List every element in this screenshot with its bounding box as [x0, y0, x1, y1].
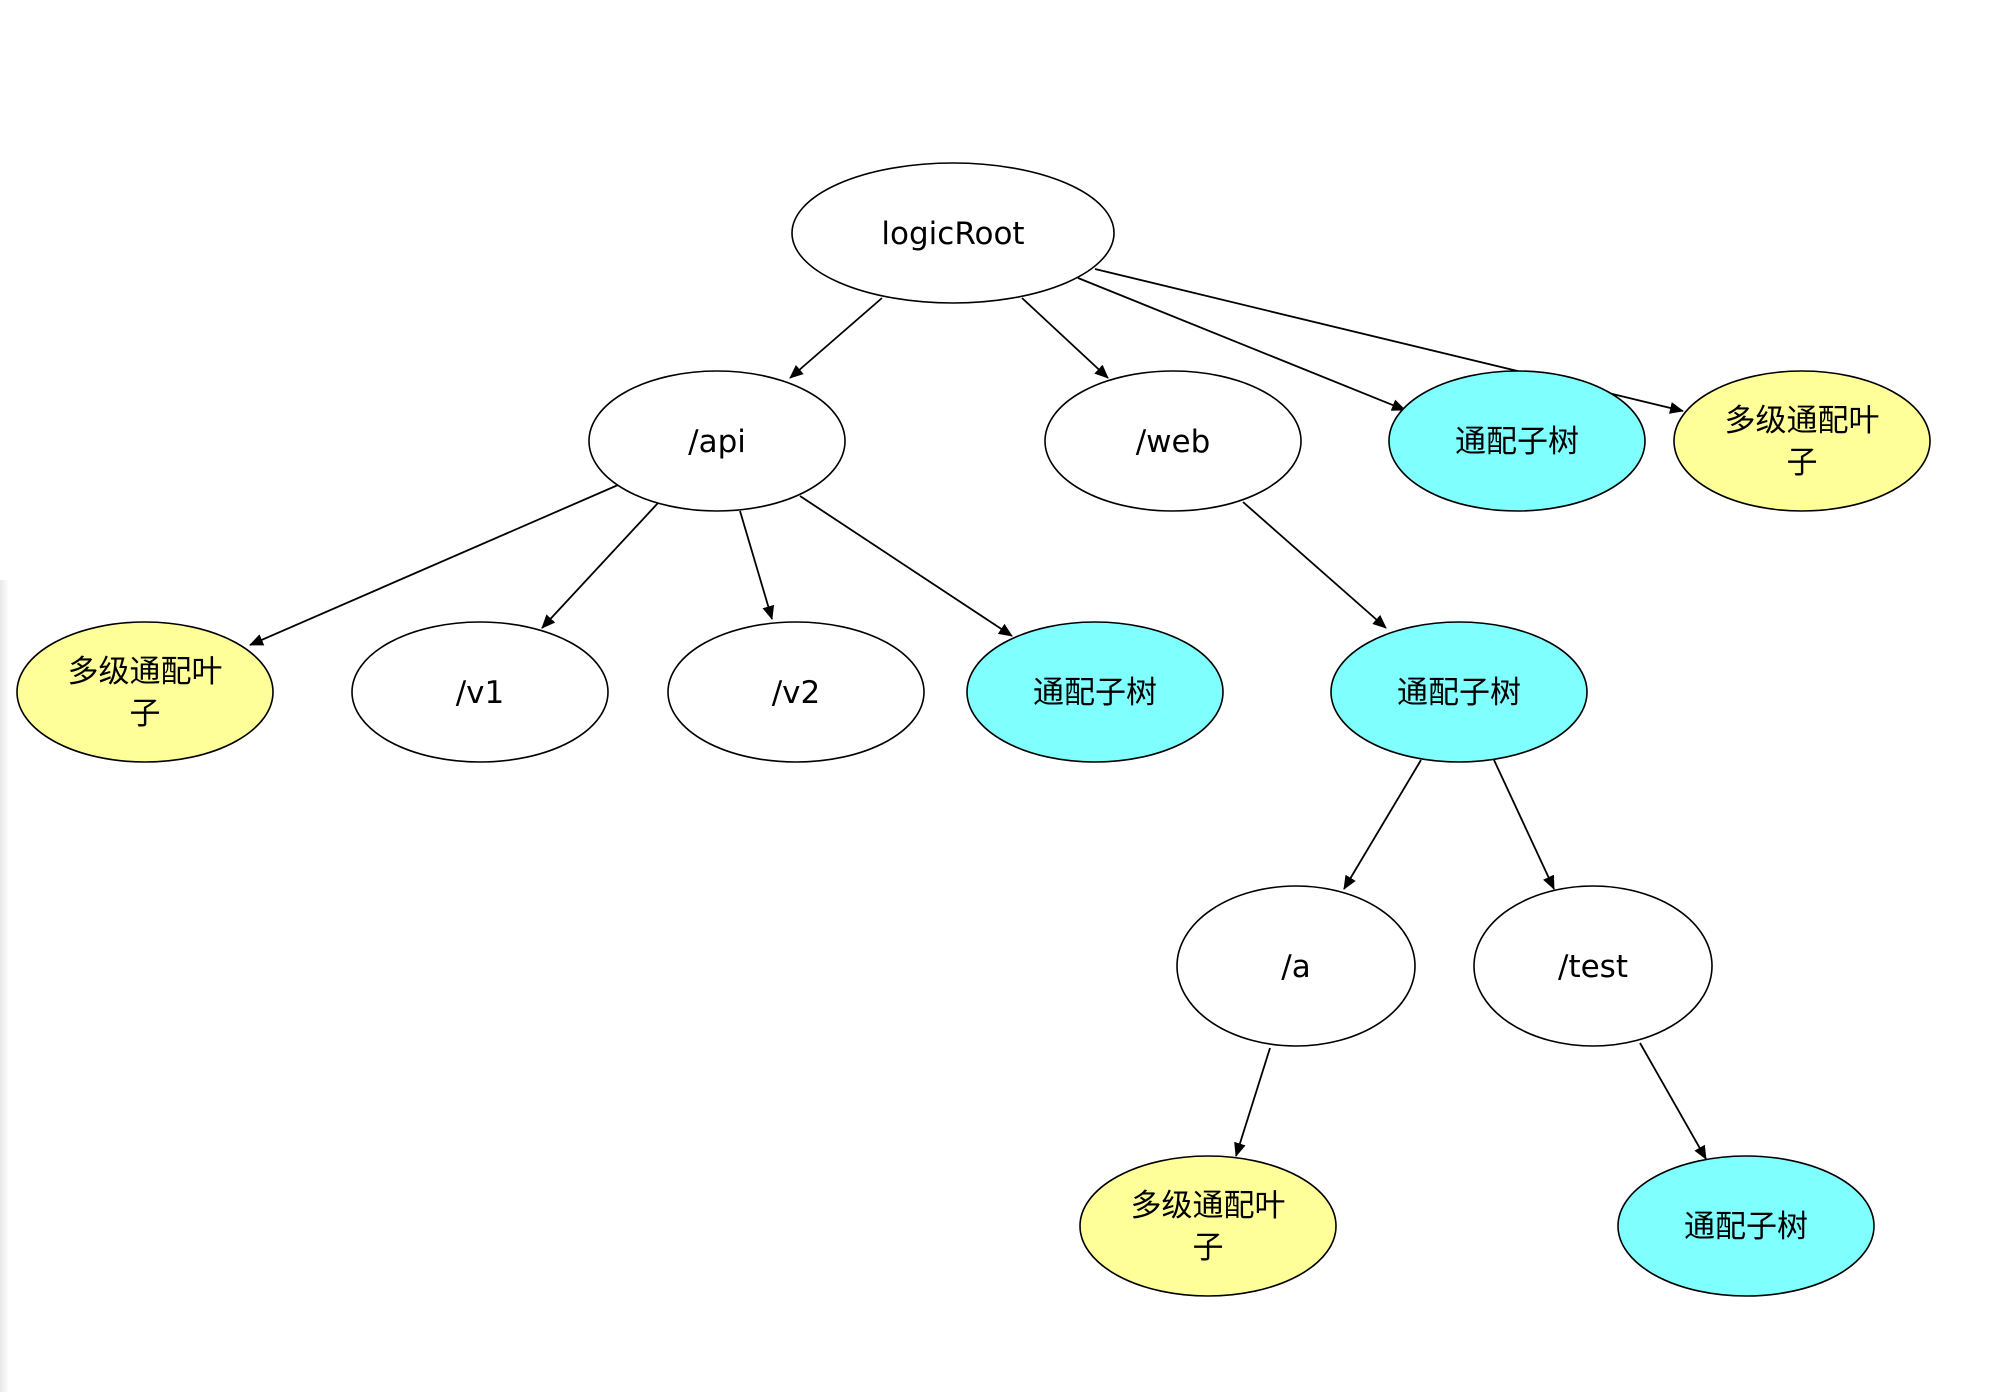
node-test: /test — [1473, 885, 1713, 1047]
node-label: /api — [688, 424, 746, 460]
node-a: /a — [1176, 885, 1416, 1047]
node-label: 子 — [1787, 445, 1818, 481]
node-label: /a — [1281, 949, 1310, 985]
node-label: 子 — [1193, 1230, 1224, 1266]
node-ellipse — [667, 621, 925, 763]
edge-api-to-v2 — [739, 510, 775, 620]
edge-root-to-web — [1021, 297, 1109, 379]
node-label: /web — [1136, 424, 1211, 460]
node-ellipse — [1388, 370, 1646, 512]
node-label: /v1 — [456, 675, 505, 711]
edge-api-to-v1 — [541, 502, 659, 629]
node-v2: /v2 — [667, 621, 925, 763]
node-web-wild: 通配子树 — [1330, 621, 1588, 763]
node-api: /api — [588, 370, 846, 512]
edge-root-to-api — [789, 297, 883, 379]
edge-api-to-api_multi — [249, 484, 619, 646]
node-test-wild: 通配子树 — [1617, 1155, 1875, 1297]
node-ellipse — [966, 621, 1224, 763]
node-api-wild: 通配子树 — [966, 621, 1224, 763]
node-ellipse — [351, 621, 609, 763]
node-label: 多级通配叶 — [1131, 1188, 1286, 1224]
node-label: 多级通配叶 — [68, 654, 223, 690]
node-ellipse — [1473, 885, 1713, 1047]
edge-api-to-api_wild — [799, 495, 1013, 637]
node-ellipse — [1079, 1155, 1337, 1297]
edge-test-to-test_wild — [1639, 1042, 1707, 1160]
node-ellipse — [1330, 621, 1588, 763]
edge-root-to-root_wild — [1077, 277, 1406, 411]
node-ellipse — [1617, 1155, 1875, 1297]
node-label: 通配子树 — [1684, 1209, 1808, 1245]
node-label: 通配子树 — [1397, 675, 1521, 711]
node-ellipse — [1044, 370, 1302, 512]
edge-web_wild-to-a — [1343, 759, 1422, 890]
node-root: logicRoot — [791, 162, 1115, 304]
node-v1: /v1 — [351, 621, 609, 763]
node-label: 通配子树 — [1033, 675, 1157, 711]
node-ellipse — [1176, 885, 1416, 1047]
node-ellipse — [588, 370, 846, 512]
edge-web_wild-to-test — [1493, 759, 1555, 890]
node-label: logicRoot — [881, 216, 1024, 252]
node-label: 通配子树 — [1455, 424, 1579, 460]
edge-web-to-web_wild — [1242, 501, 1387, 629]
node-label: 子 — [130, 696, 161, 732]
edge-a-to-a_multi — [1234, 1047, 1271, 1157]
node-label: 多级通配叶 — [1725, 403, 1880, 439]
node-ellipse — [1673, 370, 1931, 512]
node-label: /test — [1558, 949, 1628, 985]
node-root-wild: 通配子树 — [1388, 370, 1646, 512]
node-ellipse — [16, 621, 274, 763]
node-label: /v2 — [772, 675, 821, 711]
node-ellipse — [791, 162, 1115, 304]
left-edge-shadow — [0, 580, 9, 1392]
node-web: /web — [1044, 370, 1302, 512]
